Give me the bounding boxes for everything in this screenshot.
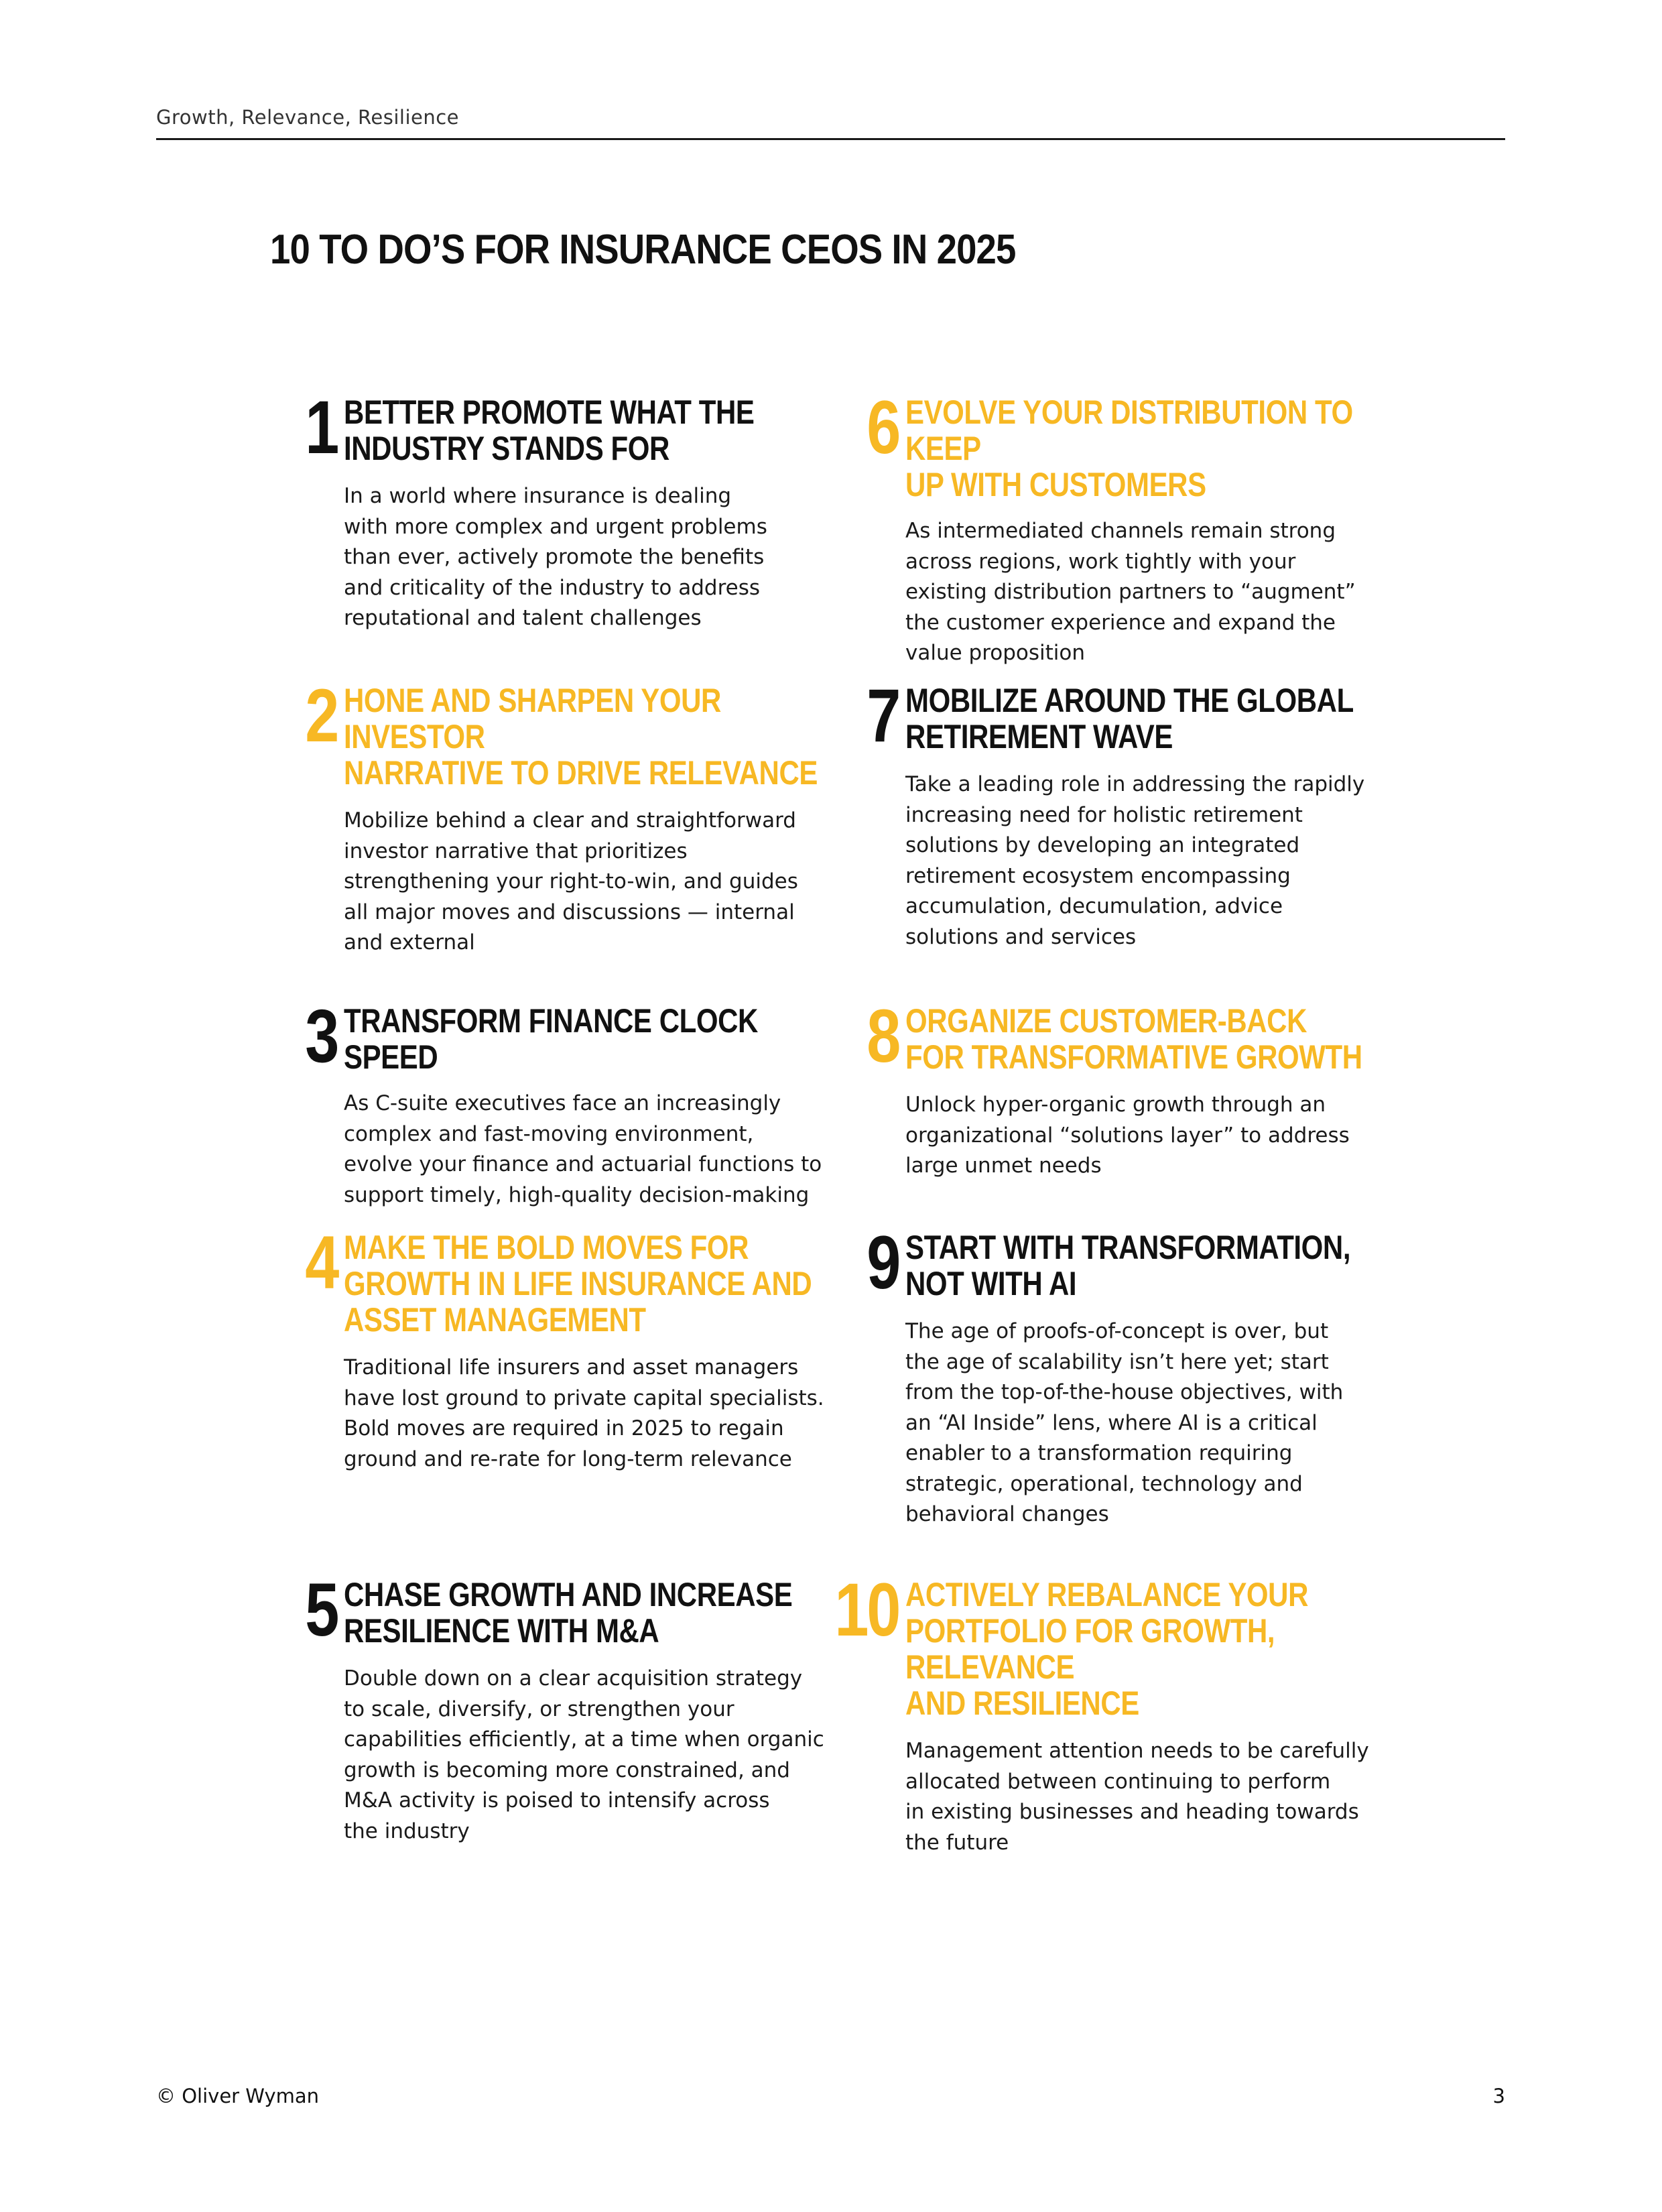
header-rule — [156, 138, 1505, 140]
todo-body: Management attention needs to be careful… — [905, 1739, 1369, 1855]
todo-number: 5 — [305, 1568, 339, 1652]
todo-body: Unlock hyper-organic growth through an o… — [905, 1093, 1350, 1178]
todo-number: 4 — [305, 1221, 339, 1304]
todo-number: 3 — [305, 994, 339, 1078]
todo-number: 10 — [834, 1568, 901, 1652]
todo-body: Double down on a clear acquisition strat… — [344, 1666, 824, 1843]
todo-heading: MOBILIZE AROUND THE GLOBAL RETIREMENT WA… — [905, 682, 1354, 755]
todo-body: As intermediated channels remain strong … — [905, 519, 1356, 665]
todo-heading: ACTIVELY REBALANCE YOUR PORTFOLIO FOR GR… — [905, 1576, 1309, 1722]
todo-number: 8 — [867, 994, 901, 1078]
page-number: 3 — [1492, 2085, 1505, 2107]
todo-heading: BETTER PROMOTE WHAT THE INDUSTRY STANDS … — [344, 393, 755, 467]
todo-body: Take a leading role in addressing the ra… — [905, 772, 1365, 949]
todo-body: Mobilize behind a clear and straightforw… — [344, 808, 798, 955]
todo-heading: CHASE GROWTH AND INCREASE RESILIENCE WIT… — [344, 1576, 793, 1650]
todo-body: In a world where insurance is dealing wi… — [344, 484, 767, 630]
todo-heading: HONE AND SHARPEN YOUR INVESTOR NARRATIVE… — [344, 682, 818, 792]
todo-number: 9 — [867, 1221, 901, 1304]
todo-heading: MAKE THE BOLD MOVES FOR GROWTH IN LIFE I… — [344, 1229, 812, 1339]
todo-number: 6 — [867, 385, 901, 469]
todo-body: As C-suite executives face an increasing… — [344, 1091, 822, 1207]
todo-number: 1 — [305, 385, 339, 469]
footer-copyright: © Oliver Wyman — [156, 2085, 320, 2107]
todo-body: Traditional life insurers and asset mana… — [344, 1355, 824, 1471]
todo-number: 2 — [305, 674, 339, 757]
running-header: Growth, Relevance, Resilience — [156, 106, 460, 129]
todo-heading: TRANSFORM FINANCE CLOCK SPEED — [344, 1002, 758, 1076]
todo-heading: START WITH TRANSFORMATION, NOT WITH AI — [905, 1229, 1351, 1302]
todo-heading: ORGANIZE CUSTOMER-BACK FOR TRANSFORMATIV… — [905, 1002, 1362, 1076]
todo-body: The age of proofs-of-concept is over, bu… — [905, 1319, 1344, 1526]
todo-heading: EVOLVE YOUR DISTRIBUTION TO KEEP UP WITH… — [905, 393, 1353, 503]
todo-number: 7 — [867, 674, 901, 757]
page-title: 10 TO DO’S FOR INSURANCE CEOS IN 2025 — [270, 227, 1016, 273]
